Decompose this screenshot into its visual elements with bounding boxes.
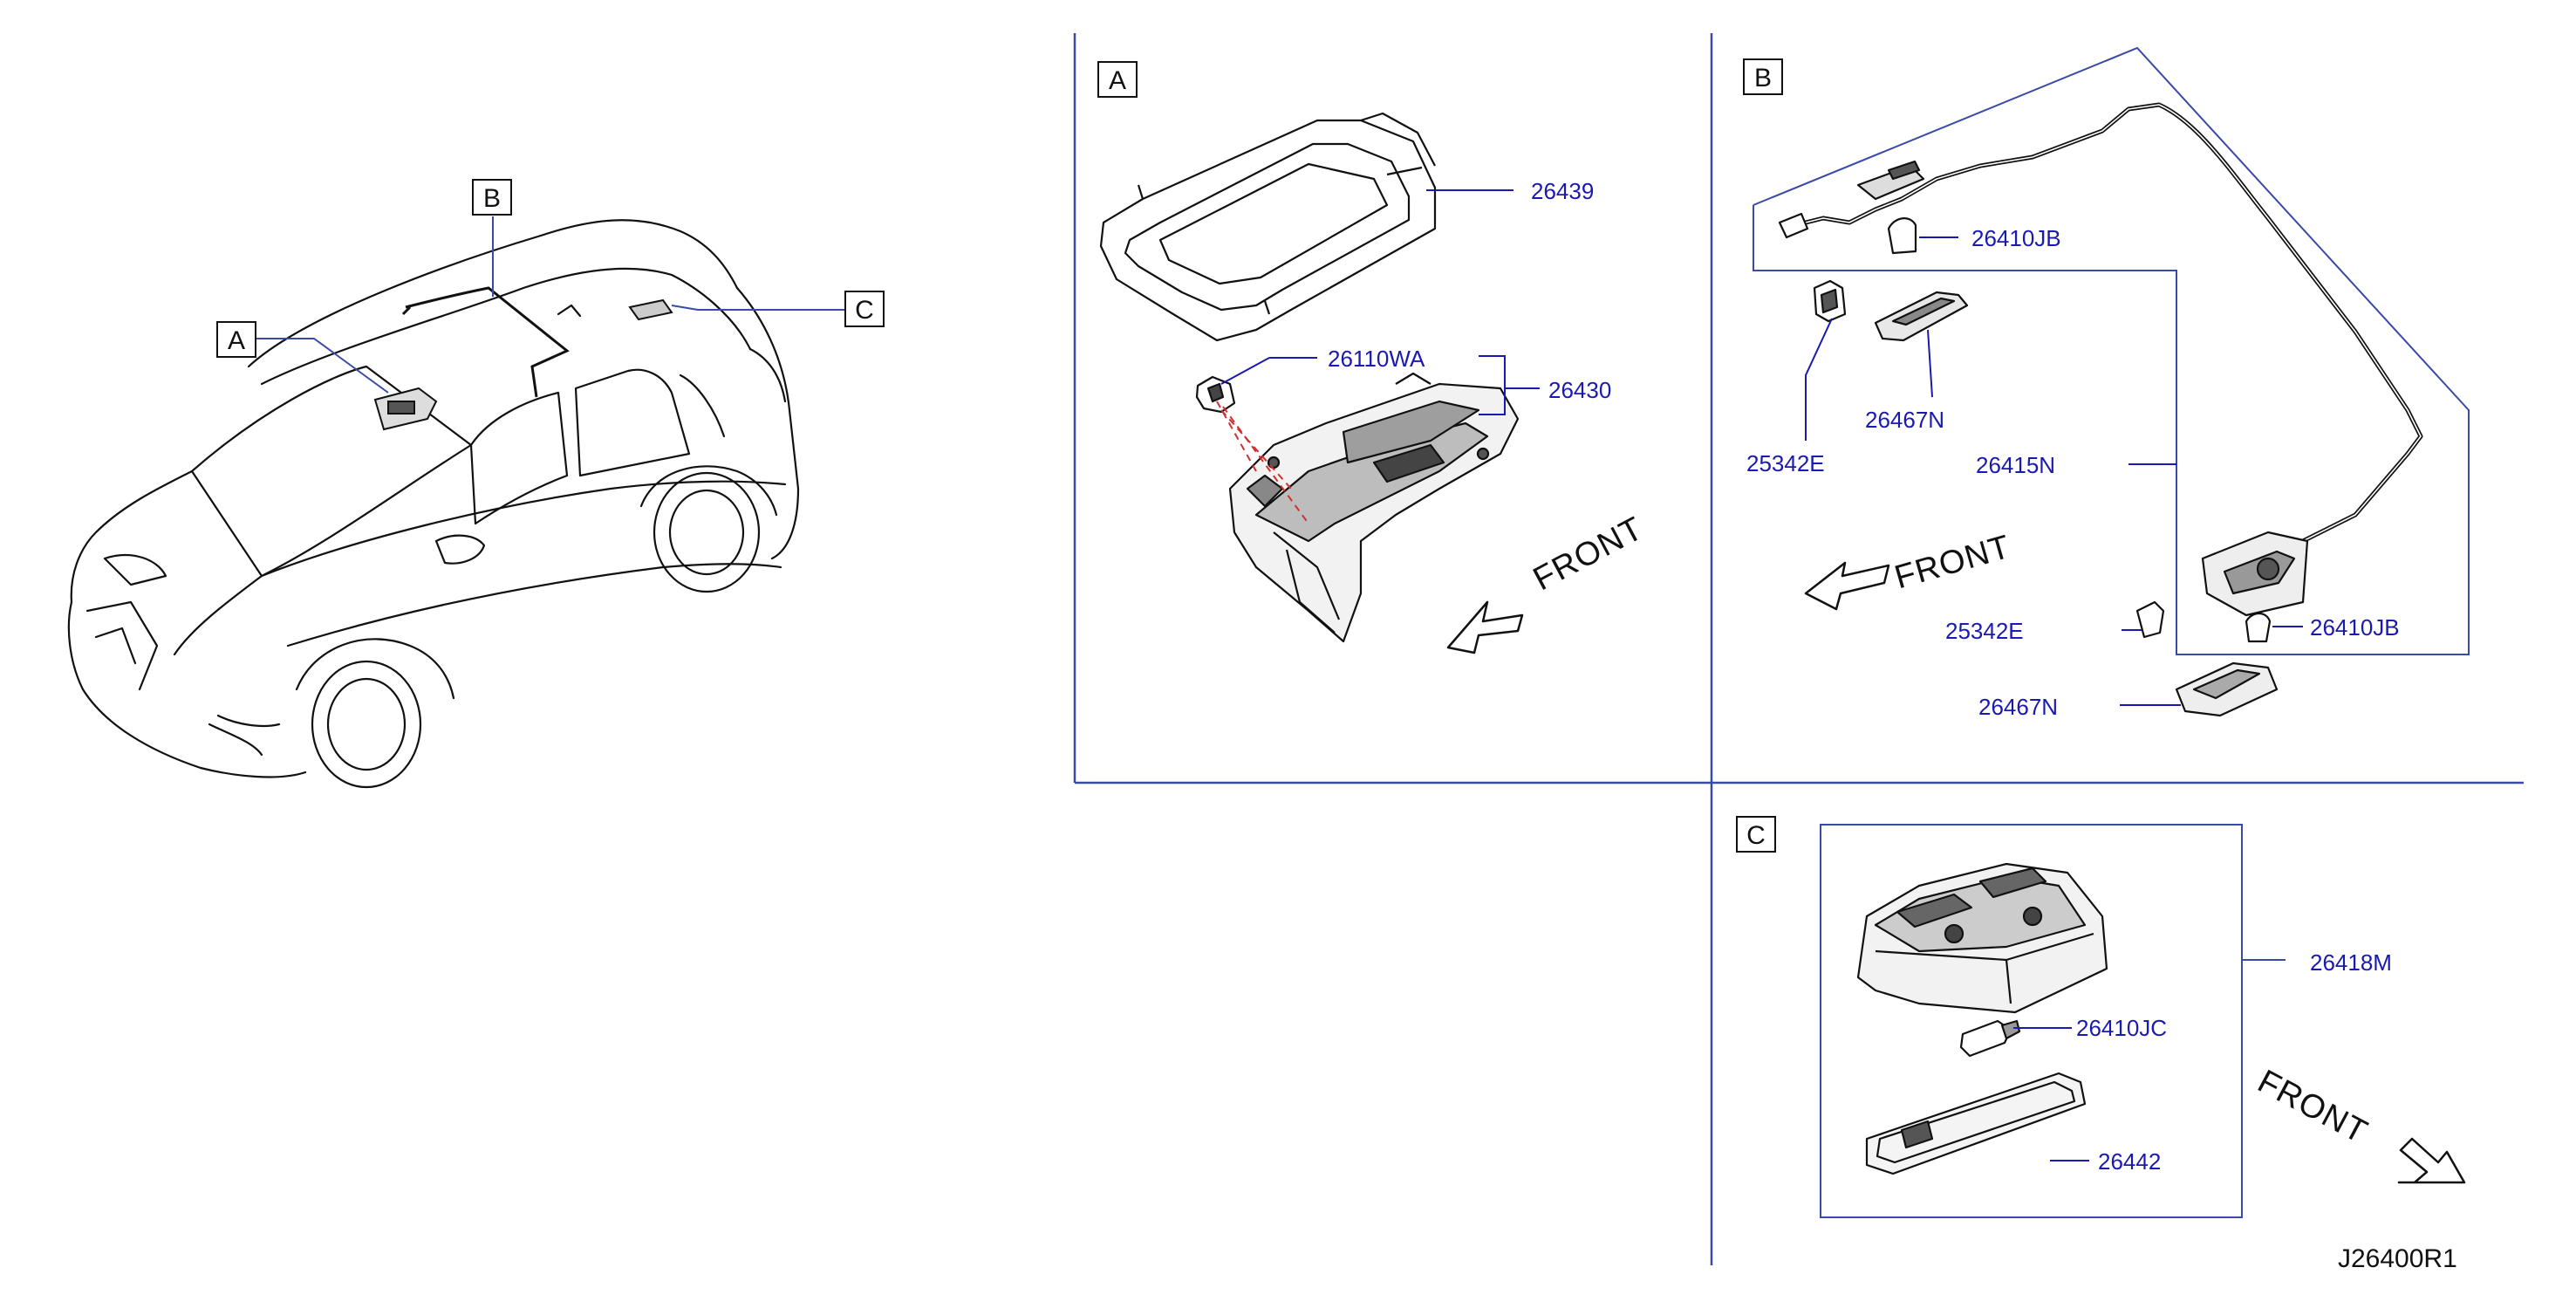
part-26467N-top-label[interactable]: 26467N <box>1865 407 1945 433</box>
part-26467N-bottom-label[interactable]: 26467N <box>1978 694 2059 720</box>
panel-a-parts <box>1099 112 1520 643</box>
overview-lamp-c <box>628 298 673 321</box>
panel-a-label: A <box>1097 61 1138 98</box>
part-25342E-bottom-label[interactable]: 25342E <box>1945 618 2024 644</box>
panel-a-red-guide <box>1216 401 1309 524</box>
part-25342E-top-label[interactable]: 25342E <box>1746 450 1825 476</box>
overview-lamp-a <box>373 387 438 431</box>
panel-c-parts <box>1856 862 2108 1175</box>
part-26442-label[interactable]: 26442 <box>2098 1148 2162 1175</box>
part-26418M-label[interactable]: 26418M <box>2310 949 2392 976</box>
callout-a-label: A <box>216 321 256 358</box>
drawing-code: J26400R1 <box>2338 1244 2457 1273</box>
callout-b-label: B <box>472 179 512 216</box>
overview-leaders <box>256 216 844 394</box>
part-26410JB-bottom-label[interactable]: 26410JB <box>2310 614 2400 641</box>
front-arrow-a <box>1446 600 1524 654</box>
part-26430-label[interactable]: 26430 <box>1548 377 1612 403</box>
part-26410JC-label[interactable]: 26410JC <box>2076 1015 2168 1041</box>
panel-a-leaders <box>1220 189 1540 415</box>
panel-c-label: C <box>1736 816 1776 853</box>
vehicle-overview <box>67 219 800 789</box>
front-arrow-b <box>1804 561 1890 611</box>
panel-c-frame <box>1820 824 2286 1218</box>
part-26110WA-label[interactable]: 26110WA <box>1328 346 1425 372</box>
part-26410JB-top-label[interactable]: 26410JB <box>1971 225 2061 251</box>
panel-b-leaders <box>1805 236 2303 706</box>
panel-b-parts <box>1778 102 2423 717</box>
panel-b-label: B <box>1743 58 1783 95</box>
panel-dividers <box>1073 33 2524 1265</box>
front-arrow-c <box>2397 1137 2466 1184</box>
part-26415N-label[interactable]: 26415N <box>1976 452 2056 478</box>
panel-b-outline <box>1753 46 2470 655</box>
panel-c-leaders <box>2013 1027 2089 1161</box>
callout-c-label: C <box>844 291 885 327</box>
overview-harness-b <box>401 286 570 398</box>
part-26439-label[interactable]: 26439 <box>1531 178 1595 204</box>
